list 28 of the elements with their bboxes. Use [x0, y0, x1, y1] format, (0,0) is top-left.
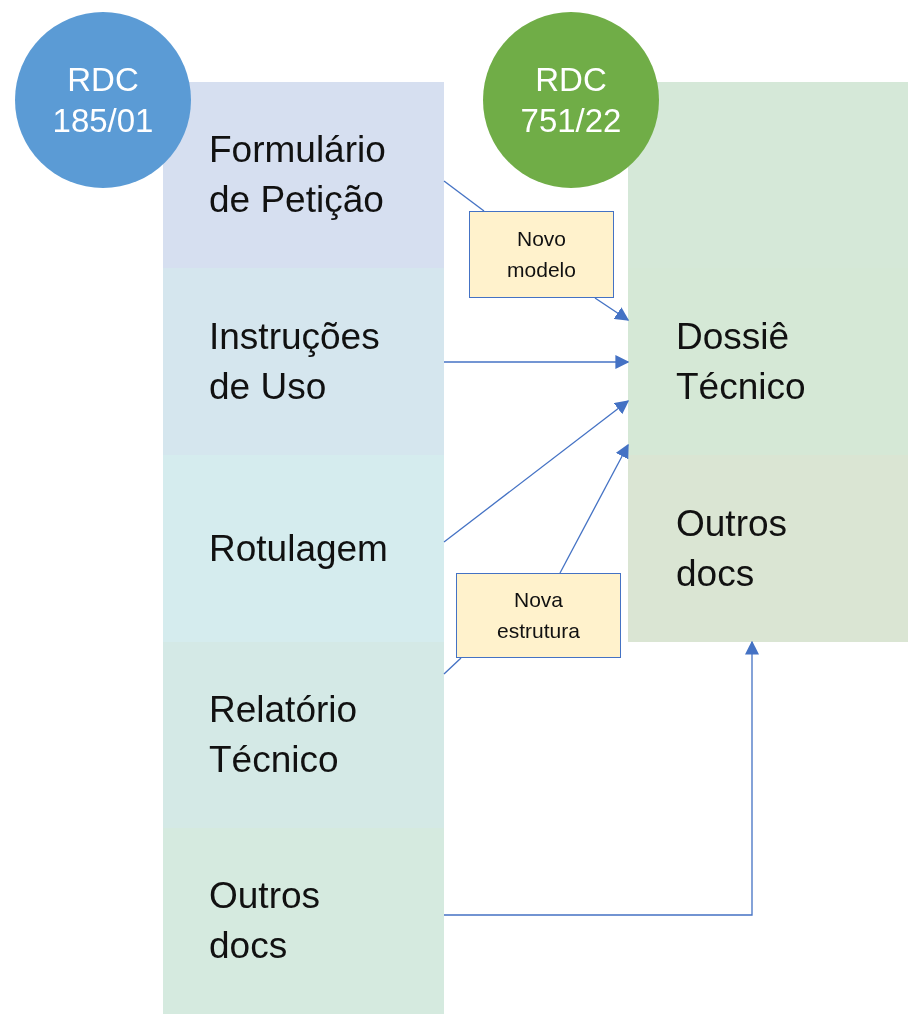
arrow [443, 355, 630, 369]
arrow [559, 443, 629, 574]
document-band [163, 455, 444, 642]
note-box [469, 211, 614, 298]
note-text: Nova estrutura [496, 587, 581, 644]
document-label: Formulário de Petição [209, 128, 387, 222]
arrow [443, 400, 630, 543]
connector-line [443, 180, 485, 212]
document-band [628, 268, 908, 455]
document-band [628, 455, 908, 642]
document-label: Outros docs [676, 501, 789, 596]
note-text: Novo modelo [506, 226, 577, 283]
arrow [594, 297, 630, 321]
document-band [163, 828, 444, 1014]
document-band [163, 642, 444, 828]
rule-label: RDC 185/01 [51, 59, 155, 141]
document-label: Outros docs [209, 874, 322, 968]
document-label: Dossiê Técnico [676, 314, 807, 409]
document-band [163, 82, 444, 268]
rule-label: RDC 751/22 [519, 59, 623, 141]
document-label: Rotulagem [209, 526, 389, 571]
note-box [456, 573, 621, 658]
document-band [163, 268, 444, 455]
document-label: Instruções de Uso [209, 314, 381, 409]
empty-band [628, 82, 908, 268]
arrow [443, 640, 759, 916]
document-label: Relatório Técnico [209, 688, 359, 782]
connector-line [443, 657, 462, 675]
